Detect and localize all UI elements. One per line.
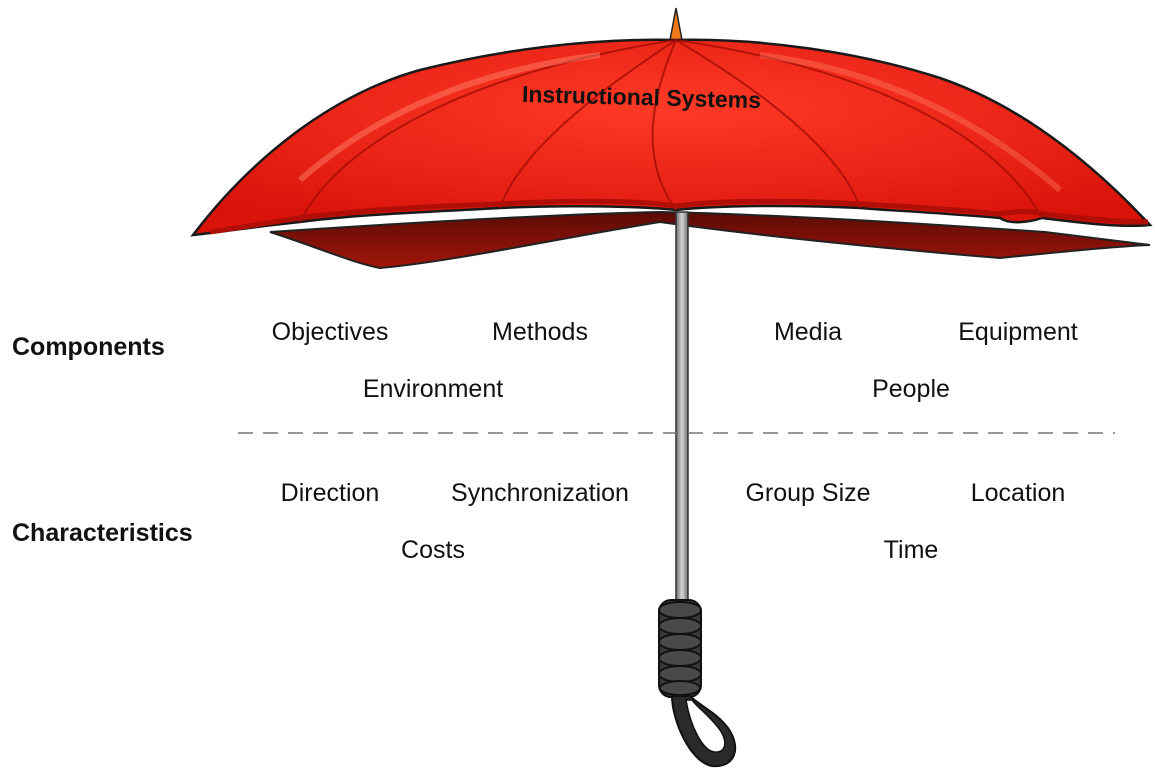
characteristic-group-size: Group Size	[745, 479, 871, 507]
canopy-seams	[299, 39, 1043, 223]
characteristic-synchronization: Synchronization	[451, 479, 629, 507]
component-media: Media	[773, 318, 843, 346]
umbrella-handle	[658, 599, 702, 698]
component-equipment: Equipment	[958, 318, 1078, 346]
components-row-label: Components	[12, 333, 165, 361]
umbrella-canopy	[190, 38, 1153, 237]
characteristics-row-label: Characteristics	[12, 519, 193, 547]
component-people: People	[872, 375, 950, 403]
canopy-highlight	[298, 52, 601, 183]
component-methods: Methods	[492, 318, 588, 346]
canopy-underside	[269, 210, 1151, 270]
characteristic-costs: Costs	[401, 536, 465, 564]
characteristic-time: Time	[883, 536, 939, 564]
umbrella-tip	[669, 7, 683, 41]
characteristic-location: Location	[970, 479, 1066, 507]
component-environment: Environment	[362, 375, 504, 403]
characteristic-direction: Direction	[280, 479, 380, 507]
canopy-hem	[209, 198, 1149, 235]
component-objectives: Objectives	[271, 318, 389, 346]
umbrella-shaft	[675, 211, 689, 608]
